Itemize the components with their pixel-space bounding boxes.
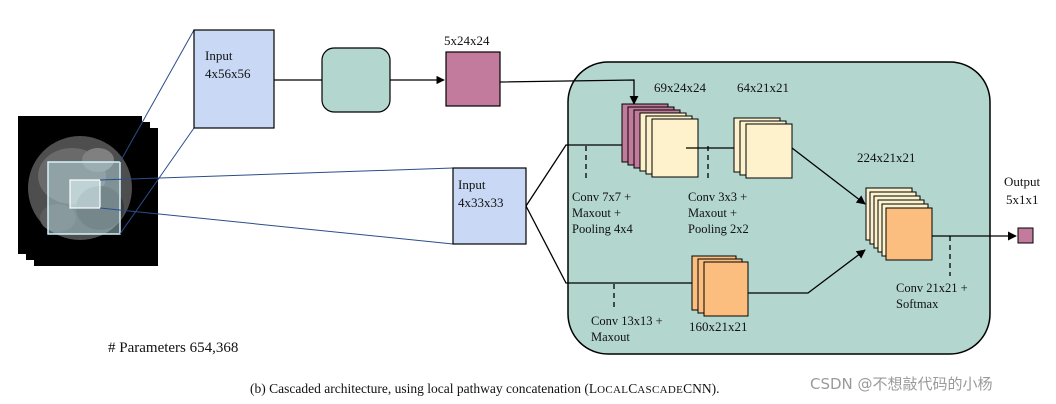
output-title: Output — [1004, 174, 1041, 189]
conv21-label-line1: Conv 21x21 + — [896, 281, 968, 295]
output-box — [1017, 227, 1034, 244]
input-small-size: 4x33x33 — [458, 195, 504, 210]
input-large-title: Input — [205, 48, 233, 63]
local-second-stack — [733, 117, 793, 179]
first-cnn-block — [321, 47, 391, 113]
output-size: 5x1x1 — [1006, 192, 1039, 207]
input-small-box — [452, 167, 527, 245]
conv13-label-line2: Maxout — [591, 330, 630, 344]
input-large-box — [193, 29, 275, 129]
conv3-label-line1: Conv 3x3 + — [688, 190, 747, 204]
merged-size: 224x21x21 — [857, 150, 916, 165]
input-small-title: Input — [458, 177, 486, 192]
conv13-label-line1: Conv 13x13 + — [591, 314, 663, 328]
global-pathway-stack — [691, 255, 749, 317]
conv3-label-line2: Maxout + — [688, 206, 737, 220]
conv21-label-line2: Softmax — [896, 297, 939, 311]
conv3-label-line3: Pooling 2x2 — [688, 222, 749, 236]
conv7-label-line3: Pooling 4x4 — [572, 222, 634, 236]
local-second-layer — [745, 123, 793, 179]
patch-projection-lines — [99, 29, 454, 245]
mri-image-stack — [18, 116, 158, 266]
conv7-label-line1: Conv 7x7 + — [572, 190, 631, 204]
local-second-size: 64x21x21 — [737, 80, 789, 95]
small-patch-region — [69, 179, 101, 209]
merged-feature-stack — [865, 187, 933, 261]
watermark-text: CSDN @不想敲代码的小杨 — [810, 375, 993, 393]
conv7-label-line2: Maxout + — [572, 206, 621, 220]
input-large-size: 4x56x56 — [205, 66, 251, 81]
merged-layer — [885, 207, 933, 261]
local-pathway-concat-stack — [621, 103, 699, 178]
global-layer — [703, 261, 749, 317]
figure-caption: (b) Cascaded architecture, using local p… — [250, 381, 719, 396]
concat-size: 69x24x24 — [654, 80, 707, 95]
global-size: 160x21x21 — [689, 319, 748, 334]
parameter-count: # Parameters 654,368 — [108, 340, 238, 356]
pre-output-size: 5x24x24 — [444, 33, 490, 48]
pre-output-box — [445, 51, 501, 107]
